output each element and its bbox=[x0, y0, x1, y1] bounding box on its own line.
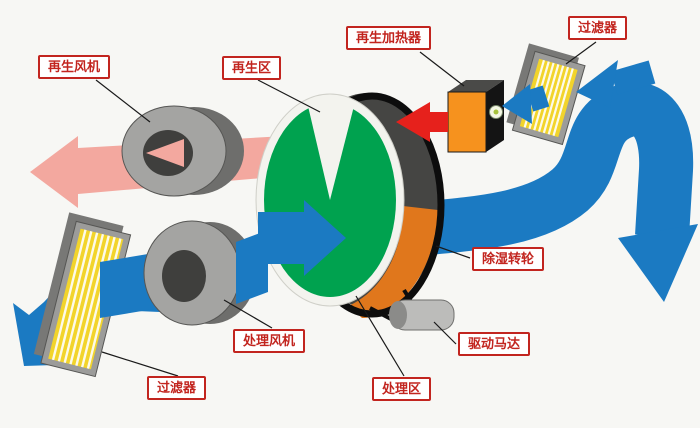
wheel-heated-zone bbox=[348, 206, 438, 318]
leader-filter-bottom bbox=[101, 351, 179, 377]
dehumidification-wheel bbox=[255, 92, 445, 318]
regen-air-inlet-arrows bbox=[502, 60, 656, 124]
inlet-stub bbox=[610, 60, 656, 95]
leader-lines bbox=[95, 41, 597, 377]
motor-end-cap bbox=[389, 301, 407, 329]
label-filter-top: 过滤器 bbox=[568, 16, 628, 40]
leader-process-fan bbox=[223, 299, 273, 329]
regeneration-fan bbox=[121, 105, 244, 197]
arrowhead-into-heater bbox=[502, 84, 532, 124]
leader-filter-top bbox=[565, 41, 597, 65]
label-filter-bottom: 过滤器 bbox=[147, 376, 207, 400]
leader-process-zone bbox=[355, 295, 405, 377]
filter-to-heater-stub bbox=[526, 85, 550, 112]
hot-air-arrow bbox=[396, 102, 448, 142]
leader-regen-zone bbox=[257, 79, 321, 113]
label-dehumidification-wheel: 除湿转轮 bbox=[472, 247, 545, 271]
label-regeneration-fan: 再生风机 bbox=[38, 55, 111, 79]
label-regeneration-heater: 再生加热器 bbox=[346, 26, 432, 50]
outlet-duct-curve bbox=[383, 82, 694, 259]
heater-indicator-dot bbox=[493, 109, 499, 115]
leader-motor bbox=[433, 321, 457, 345]
filter-pleats bbox=[51, 229, 122, 369]
inlet-arrowhead-into-filter bbox=[576, 60, 618, 108]
heater-top-face bbox=[448, 80, 504, 92]
outlet-arrowhead bbox=[618, 224, 698, 302]
regen-fan-airflow-arrow bbox=[146, 139, 184, 167]
regeneration-heater bbox=[447, 80, 504, 153]
process-air-outlet-arrow bbox=[383, 82, 698, 302]
process-fan-inlet-opening bbox=[162, 250, 206, 302]
hot-air-into-wheel-arrow bbox=[396, 102, 448, 142]
leader-wheel bbox=[435, 245, 471, 259]
label-regeneration-zone: 再生区 bbox=[222, 56, 282, 80]
label-drive-motor: 驱动马达 bbox=[458, 332, 531, 356]
leader-regen-heater bbox=[419, 51, 465, 87]
leader-regen-fan bbox=[95, 79, 151, 123]
regeneration-sector bbox=[308, 99, 354, 200]
drive-motor-assembly bbox=[369, 288, 455, 331]
process-air-into-wheel-arrow bbox=[258, 200, 346, 276]
filter-bottom-left-assembly bbox=[33, 212, 132, 378]
label-process-fan: 处理风机 bbox=[233, 329, 306, 353]
heater-front-face bbox=[447, 91, 487, 153]
label-process-zone: 处理区 bbox=[372, 377, 432, 401]
process-fan bbox=[143, 220, 256, 326]
